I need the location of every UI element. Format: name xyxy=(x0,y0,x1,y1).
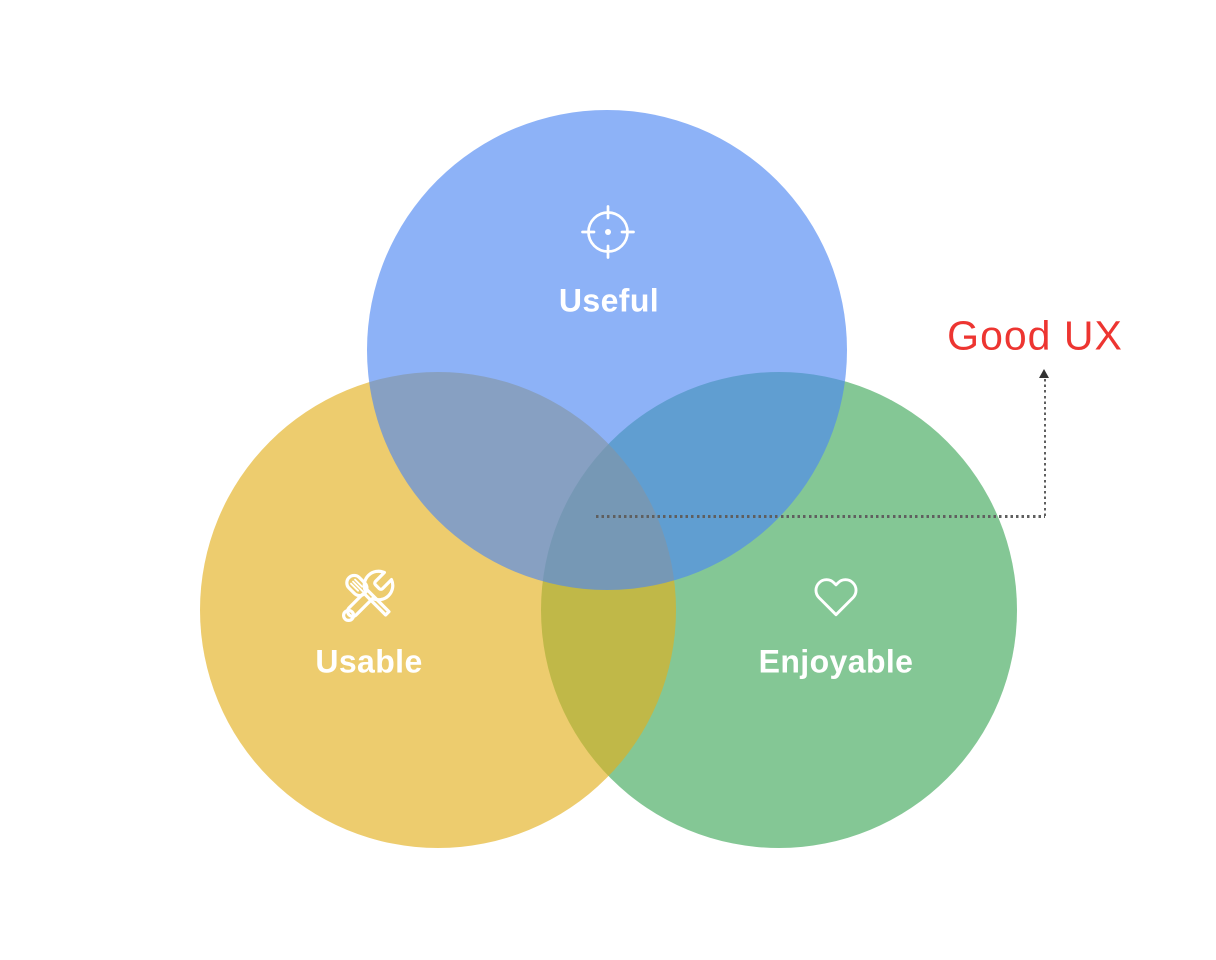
connector-line-horizontal xyxy=(596,515,1045,518)
label-useful: Useful xyxy=(558,282,660,319)
heart-icon xyxy=(812,574,860,620)
label-usable: Usable xyxy=(315,643,423,680)
annotation-good-ux: Good UX xyxy=(947,312,1123,359)
label-enjoyable: Enjoyable xyxy=(758,643,914,680)
target-icon xyxy=(579,203,637,261)
connector-line-vertical xyxy=(1043,379,1046,516)
arrow-up-icon xyxy=(1039,369,1049,378)
tools-icon xyxy=(341,567,398,624)
circle-useful xyxy=(367,110,847,590)
